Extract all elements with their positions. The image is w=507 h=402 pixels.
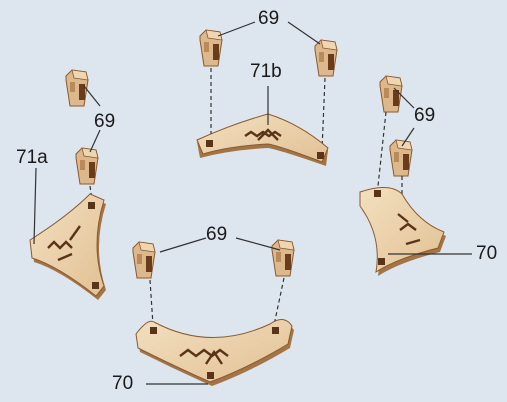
- post-69-right-lower: [390, 140, 412, 176]
- leader-line: [218, 22, 255, 36]
- post-69-bottom-right: [272, 240, 294, 276]
- callout-69-bottom: 69: [206, 225, 227, 244]
- slot: [207, 372, 214, 379]
- slot: [374, 190, 381, 197]
- post-69-left-upper: [66, 70, 88, 106]
- frame-top: [30, 194, 104, 296]
- guide-line: [378, 112, 386, 186]
- slot: [317, 152, 324, 159]
- post-69-top-right: [315, 40, 337, 76]
- callout-70-right: 70: [476, 244, 497, 263]
- frame-top: [197, 114, 328, 162]
- slot: [150, 327, 157, 334]
- part-71b-top-frame: [197, 30, 337, 166]
- slot: [206, 140, 213, 147]
- callout-69-top: 69: [258, 9, 279, 28]
- callout-69-right: 69: [414, 106, 435, 125]
- callout-71a: 71a: [16, 148, 48, 167]
- slot: [88, 202, 95, 209]
- leader-line: [288, 22, 320, 44]
- guide-line: [150, 280, 153, 325]
- post-69-left-lower: [76, 148, 98, 184]
- part-70-bottom-frame: [133, 240, 294, 386]
- callout-70-bottom: 70: [112, 374, 133, 393]
- leader-line: [160, 238, 206, 252]
- leader-line: [90, 130, 100, 152]
- leader-line: [34, 168, 36, 244]
- slot: [378, 258, 385, 265]
- leader-line: [84, 86, 100, 106]
- slot: [272, 327, 279, 334]
- post-69-right-upper: [380, 76, 402, 112]
- slot: [92, 282, 99, 289]
- guide-line: [322, 78, 325, 150]
- guide-line: [274, 278, 284, 325]
- part-71a-left-frame: [30, 70, 106, 300]
- callout-71b: 71b: [250, 62, 282, 81]
- post-69-bottom-left: [133, 242, 155, 278]
- callout-69-left: 69: [94, 112, 115, 131]
